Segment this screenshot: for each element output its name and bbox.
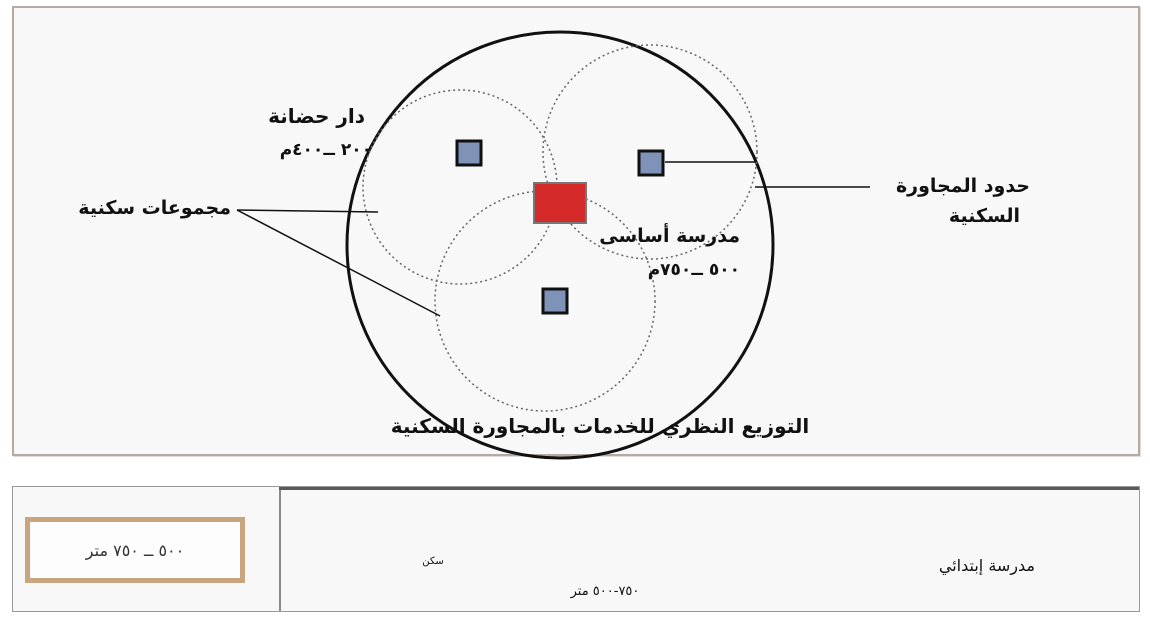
distance-box: ٥٠٠ ــ ٧٥٠ متر <box>25 517 245 583</box>
diagram-caption: التوزيع النظري للخدمات بالمجاورة السكنية <box>390 414 810 438</box>
residential-group-circle-right <box>542 44 758 260</box>
neighborhood-boundary-circle <box>345 30 775 460</box>
school-marker <box>533 182 587 224</box>
boundary-label: حدود المجاورة <box>895 175 1030 197</box>
service-marker-right <box>637 149 665 177</box>
groups-label: مجموعات سكنية <box>78 197 231 219</box>
strip-divider <box>279 487 281 611</box>
nursery-marker <box>455 139 483 167</box>
nursery-distance: ٢٠٠ ــ٤٠٠م <box>279 140 372 160</box>
residential-group-circle-bottom <box>434 190 656 412</box>
boundary-label-second-line: السكنية <box>948 205 1020 227</box>
service-marker-bottom <box>541 287 569 315</box>
nursery-label: دار حضانة <box>268 104 365 128</box>
residential-group-circle-left <box>362 89 558 285</box>
span-label: ٧٥٠-٥٠٠ متر <box>570 584 640 599</box>
school-distance: ٥٠٠ ــ٧٥٠م <box>647 260 740 280</box>
primary-school-label: مدرسة إبتدائي <box>938 556 1035 575</box>
groups-leader-line-1 <box>236 209 379 213</box>
distance-box-text: ٥٠٠ ــ ٧٥٠ متر <box>85 540 185 560</box>
school-label: مدرسة أساسى <box>599 225 740 247</box>
house-label: سكن <box>422 556 444 567</box>
diagram-panel <box>12 6 1140 456</box>
strip-top-border <box>279 487 1139 490</box>
groups-leader-line-2 <box>236 209 441 317</box>
